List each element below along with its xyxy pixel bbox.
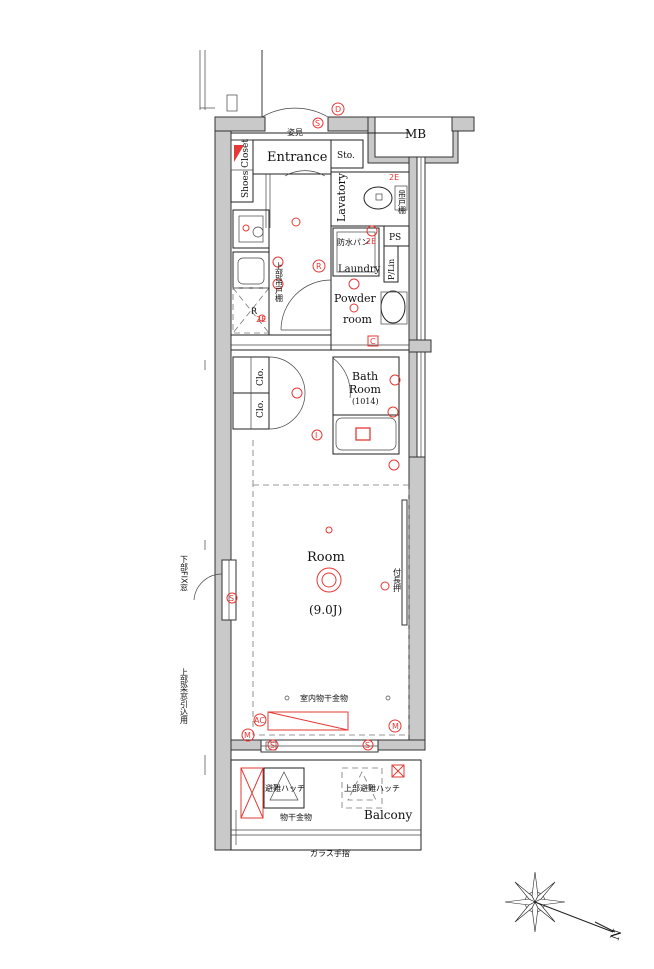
symbol-s-window: S [229, 594, 234, 603]
note-hatch: 避難ハッチ [265, 783, 305, 793]
symbol-s-top: S [315, 119, 320, 128]
label-clo-1: Clo. [256, 368, 266, 386]
label-bousui: 防水パン [337, 237, 369, 247]
symbol-s-bottom-right: S [365, 741, 370, 750]
symbol-2e-top: 2E [389, 173, 399, 182]
symbol-2e-kitchen: 2E [256, 315, 266, 324]
label-powder-room: room [343, 313, 373, 326]
note-kaiten: 姿見 [287, 127, 303, 137]
symbol-m-left: M [244, 731, 251, 740]
note-upper-hatch: 上部避難ハッチ [344, 783, 400, 793]
sink [232, 251, 270, 289]
left-wall [214, 119, 232, 851]
label-room: Room [307, 550, 345, 565]
note-fix-window: 下部FIX窓 [180, 555, 189, 591]
note-left-side: 上部梁窓引込用 [180, 668, 189, 725]
sto-box [330, 139, 364, 169]
label-entrance: Entrance [267, 150, 328, 165]
note-glass-rail: ガラス手摺 [310, 848, 350, 858]
symbol-r: R [316, 262, 322, 271]
balcony-area [230, 759, 422, 851]
symbol-c: C [370, 337, 376, 346]
label-clo-2: Clo. [256, 400, 266, 418]
label-powder: Powder [334, 292, 377, 305]
symbol-r-kitchen: R [251, 307, 257, 317]
label-shoes-closet: Shoes Closet [241, 139, 251, 198]
stove [232, 209, 270, 249]
symbol-m-right: M [392, 722, 399, 731]
label-sto: Sto. [337, 151, 355, 161]
compass-north-label: N [608, 927, 625, 942]
right-wall-lower [408, 456, 426, 748]
symbol-s-bottom-left: S [270, 741, 275, 750]
label-bath-room: Room [349, 383, 382, 396]
mid-wall-right [408, 339, 432, 353]
note-dry-rack: 室内物干金物 [300, 693, 348, 703]
room-outline [252, 484, 410, 736]
label-plin: P/Lin [387, 259, 396, 280]
label-room-size: (9.0J) [309, 603, 342, 617]
label-ps: PS [389, 233, 401, 243]
symbol-d: D [335, 105, 341, 114]
compass-rose [504, 871, 616, 933]
label-bath: Bath [352, 370, 378, 383]
top-wall-mid [327, 116, 369, 132]
symbol-ac: AC [254, 716, 265, 725]
right-wall-upper [408, 156, 418, 458]
note-balcony-rack: 物干金物 [280, 812, 312, 822]
symbol-i: I [315, 431, 317, 440]
top-wall-right [451, 116, 475, 132]
symbol-2e-laundry: 2E [366, 237, 376, 246]
label-laundry: Laundry [338, 264, 381, 275]
label-mb: MB [405, 127, 426, 141]
laundry-pan [332, 227, 380, 277]
label-lavatory: Lavatory [335, 172, 348, 222]
note-toilet-shelf: 吊戸棚 [398, 190, 407, 215]
note-long-pole: 付長押 [393, 567, 402, 593]
note-upper-shelf: 上部吊戸棚 [275, 262, 284, 303]
bottom-wall-left [230, 739, 262, 751]
label-balcony: Balcony [364, 808, 412, 822]
label-bath-size: (1014) [352, 397, 379, 406]
bottom-wall-right [377, 739, 426, 751]
top-wall-left [214, 116, 266, 132]
